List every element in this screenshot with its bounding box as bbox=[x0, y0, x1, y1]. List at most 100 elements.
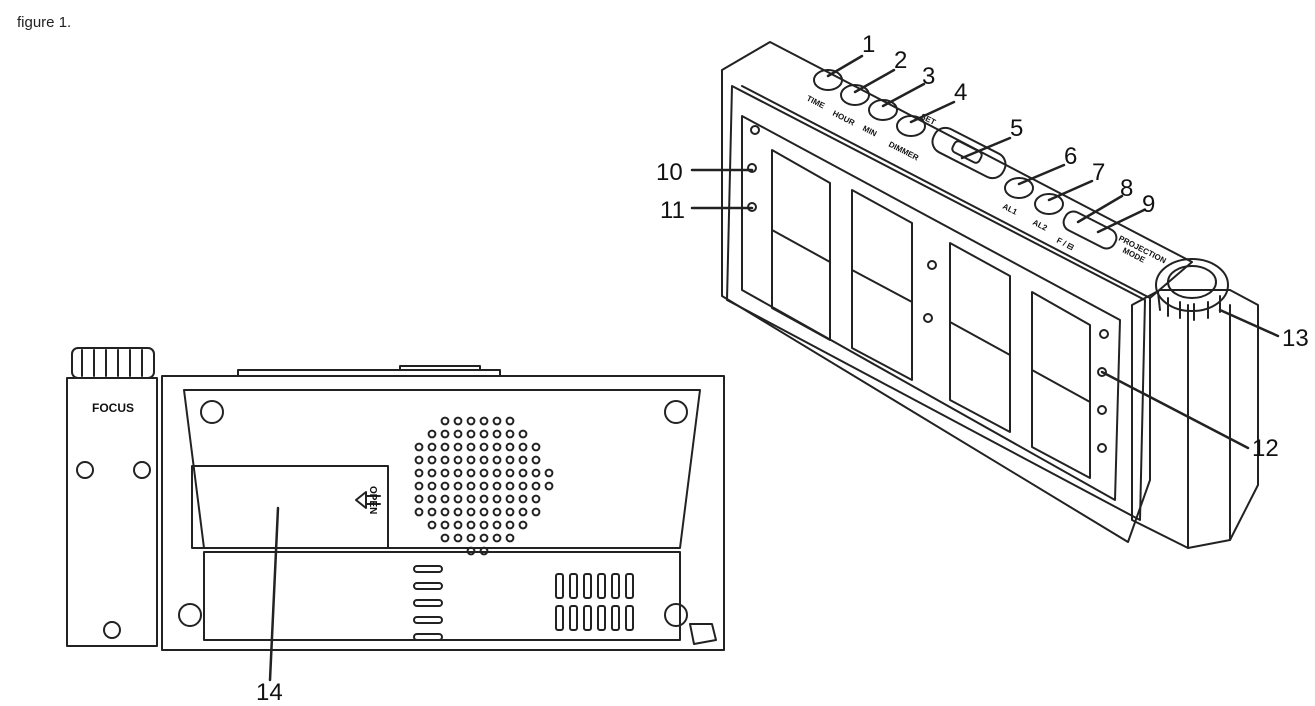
speaker-hole bbox=[492, 455, 502, 465]
al2-label: AL2 bbox=[1031, 218, 1049, 233]
speaker-hole bbox=[466, 520, 476, 530]
callout-4: 4 bbox=[954, 79, 967, 106]
speaker-hole bbox=[427, 468, 437, 478]
callout-3: 3 bbox=[922, 63, 935, 90]
speaker-hole bbox=[479, 533, 489, 543]
speaker-hole bbox=[518, 442, 528, 452]
vertical-vent-bar bbox=[597, 573, 606, 599]
hour-button[interactable] bbox=[840, 84, 870, 106]
rear-screw-bottom-right bbox=[664, 603, 688, 627]
leader-1 bbox=[826, 54, 864, 78]
speaker-hole bbox=[505, 520, 515, 530]
front-view: TIME HOUR MIN DIMMER SET AL1 AL2 F / ⊟ P… bbox=[721, 41, 1259, 549]
speaker-hole bbox=[453, 520, 463, 530]
speaker-hole bbox=[453, 455, 463, 465]
speaker-hole bbox=[453, 507, 463, 517]
callout-8: 8 bbox=[1120, 175, 1133, 202]
horizontal-vent-slot bbox=[413, 633, 443, 641]
al2-button[interactable] bbox=[1034, 193, 1064, 215]
speaker-hole bbox=[531, 468, 541, 478]
time-button[interactable] bbox=[813, 69, 843, 91]
projector-body bbox=[1131, 289, 1259, 549]
speaker-hole bbox=[466, 416, 476, 426]
speaker-hole bbox=[453, 468, 463, 478]
speaker-hole bbox=[453, 533, 463, 543]
speaker-hole bbox=[466, 533, 476, 543]
speaker-hole bbox=[518, 481, 528, 491]
speaker-hole bbox=[518, 429, 528, 439]
speaker-hole bbox=[505, 494, 515, 504]
leader-12 bbox=[1100, 370, 1250, 450]
speaker-hole bbox=[544, 468, 554, 478]
speaker-hole bbox=[414, 507, 424, 517]
speaker-hole bbox=[427, 507, 437, 517]
speaker-hole bbox=[479, 507, 489, 517]
callout-6: 6 bbox=[1064, 143, 1077, 170]
speaker-hole bbox=[427, 494, 437, 504]
flip-projection-button[interactable] bbox=[1061, 208, 1120, 251]
speaker-hole bbox=[479, 468, 489, 478]
speaker-hole bbox=[466, 546, 476, 556]
vertical-vent-bar bbox=[625, 573, 634, 599]
battery-open-arrow bbox=[355, 491, 381, 509]
set-slider[interactable] bbox=[928, 124, 1009, 183]
speaker-hole bbox=[544, 481, 554, 491]
vertical-vent-bar bbox=[611, 573, 620, 599]
vertical-vent-bar bbox=[569, 573, 578, 599]
speaker-hole bbox=[518, 455, 528, 465]
speaker-hole bbox=[505, 416, 515, 426]
vertical-vent-bar bbox=[569, 605, 578, 631]
speaker-hole bbox=[531, 507, 541, 517]
dc-plug-tab bbox=[689, 623, 717, 645]
dimmer-button[interactable] bbox=[896, 115, 926, 137]
rear-panel-outline bbox=[183, 389, 701, 549]
focus-label: FOCUS bbox=[92, 401, 134, 415]
speaker-hole bbox=[531, 455, 541, 465]
leader-5 bbox=[960, 136, 1012, 160]
speaker-hole bbox=[531, 481, 541, 491]
speaker-hole bbox=[505, 442, 515, 452]
projector-lens-outer[interactable] bbox=[1155, 258, 1229, 312]
speaker-hole bbox=[440, 481, 450, 491]
rear-side-screw-1 bbox=[76, 461, 94, 479]
rear-screw-bottom-left bbox=[178, 603, 202, 627]
leader-13 bbox=[1218, 308, 1280, 338]
speaker-hole bbox=[440, 455, 450, 465]
speaker-hole bbox=[518, 468, 528, 478]
rear-screw-top-right bbox=[664, 400, 688, 424]
speaker-hole bbox=[466, 507, 476, 517]
callout-9: 9 bbox=[1142, 191, 1155, 218]
speaker-grille bbox=[414, 416, 554, 556]
rear-view: FOCUS OPEN bbox=[66, 347, 725, 651]
leader-14 bbox=[268, 506, 280, 682]
leader-9 bbox=[1096, 208, 1146, 234]
speaker-hole bbox=[440, 494, 450, 504]
speaker-hole bbox=[492, 481, 502, 491]
segment-digits bbox=[771, 149, 1091, 479]
speaker-hole bbox=[453, 494, 463, 504]
speaker-hole bbox=[466, 429, 476, 439]
al1-button[interactable] bbox=[1004, 177, 1034, 199]
battery-compartment-door[interactable] bbox=[191, 465, 389, 549]
indicator-led-right-1 bbox=[1099, 329, 1109, 339]
leader-6 bbox=[1017, 163, 1066, 186]
speaker-hole bbox=[479, 442, 489, 452]
speaker-hole bbox=[453, 416, 463, 426]
speaker-hole bbox=[479, 455, 489, 465]
speaker-hole bbox=[505, 507, 515, 517]
speaker-hole bbox=[505, 429, 515, 439]
speaker-hole bbox=[479, 429, 489, 439]
vertical-vent-bar bbox=[625, 605, 634, 631]
callout-2: 2 bbox=[894, 47, 907, 74]
speaker-hole bbox=[479, 546, 489, 556]
speaker-hole bbox=[427, 429, 437, 439]
speaker-hole bbox=[492, 429, 502, 439]
speaker-hole bbox=[505, 455, 515, 465]
min-label: MIN bbox=[861, 124, 878, 139]
horizontal-vent-slot bbox=[413, 616, 443, 624]
vertical-vent-bar bbox=[597, 605, 606, 631]
min-button[interactable] bbox=[868, 99, 898, 121]
horizontal-vent-slot bbox=[413, 565, 443, 573]
colon-dot-top bbox=[927, 260, 937, 270]
speaker-hole bbox=[466, 442, 476, 452]
